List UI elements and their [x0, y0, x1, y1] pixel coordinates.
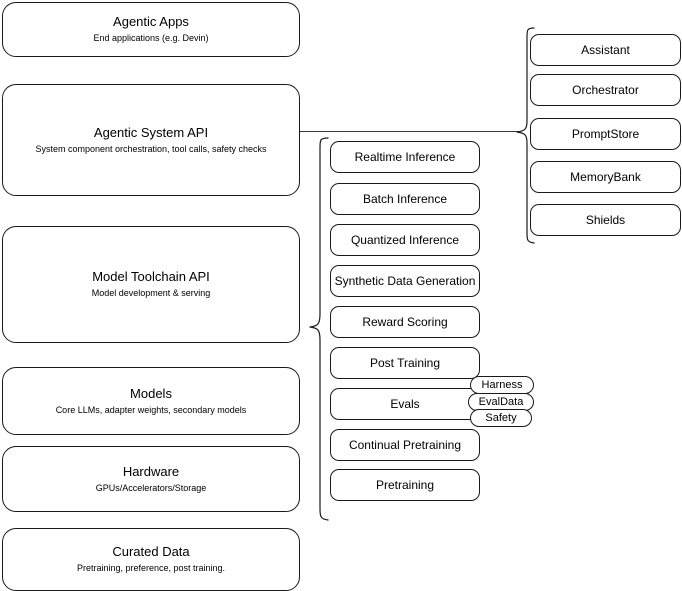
stack-title: Agentic Apps — [113, 14, 189, 29]
toolchain-box-post-training[interactable]: Post Training — [330, 347, 480, 379]
toolchain-label: Post Training — [369, 355, 441, 370]
stack-title: Agentic System API — [93, 124, 209, 140]
toolchain-label: Continual Pretraining — [348, 437, 462, 452]
system-box-shields[interactable]: Shields — [530, 204, 681, 236]
system-box-orchestrator[interactable]: Orchestrator — [530, 74, 681, 106]
stack-title: Model Toolchain API — [92, 269, 210, 284]
evals-tag-label: Safety — [485, 411, 517, 424]
system-label: MemoryBank — [570, 169, 641, 184]
stack-title: Curated Data — [112, 544, 190, 559]
toolchain-box-evals[interactable]: Evals — [330, 388, 480, 420]
stack-subtitle: System component orchestration, tool cal… — [35, 143, 267, 154]
toolchain-box-reward-scoring[interactable]: Reward Scoring — [330, 306, 480, 338]
system-label: Orchestrator — [572, 82, 639, 97]
system-label: Shields — [585, 212, 626, 227]
toolchain-label: Reward Scoring — [362, 314, 448, 329]
stack-box-agentic-system-api[interactable]: Agentic System API System component orch… — [2, 84, 300, 196]
toolchain-box-batch-inference[interactable]: Batch Inference — [330, 183, 480, 215]
toolchain-label: Evals — [390, 396, 420, 411]
toolchain-box-quantized-inference[interactable]: Quantized Inference — [330, 224, 480, 256]
stack-title: Hardware — [122, 463, 180, 479]
system-label: PromptStore — [571, 126, 640, 141]
toolchain-box-pretraining[interactable]: Pretraining — [330, 469, 480, 501]
stack-box-agentic-apps[interactable]: Agentic Apps End applications (e.g. Devi… — [2, 2, 300, 57]
toolchain-box-synthetic-data-generation[interactable]: Synthetic Data Generation — [330, 265, 480, 297]
connector-line-system-api — [300, 126, 522, 138]
toolchain-label: Pretraining — [375, 477, 435, 492]
stack-subtitle: GPUs/Accelerators/Storage — [95, 482, 207, 493]
system-box-memorybank[interactable]: MemoryBank — [530, 161, 681, 193]
evals-tag-label: EvalData — [478, 395, 524, 408]
evals-tag-harness[interactable]: Harness — [470, 376, 534, 394]
toolchain-box-continual-pretraining[interactable]: Continual Pretraining — [330, 429, 480, 461]
system-box-promptstore[interactable]: PromptStore — [530, 118, 681, 150]
evals-tag-label: Harness — [481, 378, 523, 391]
stack-title: Models — [130, 385, 172, 401]
system-box-assistant[interactable]: Assistant — [530, 34, 681, 66]
brace-toolchain-components — [306, 136, 330, 522]
stack-box-hardware[interactable]: Hardware GPUs/Accelerators/Storage — [2, 446, 300, 512]
stack-box-models[interactable]: Models Core LLMs, adapter weights, secon… — [2, 367, 300, 435]
system-label: Assistant — [581, 42, 630, 57]
stack-subtitle: Core LLMs, adapter weights, secondary mo… — [55, 404, 247, 415]
stack-subtitle: Model development & serving — [91, 288, 211, 298]
stack-box-curated-data[interactable]: Curated Data Pretraining, preference, po… — [2, 528, 300, 591]
toolchain-label: Realtime Inference — [354, 149, 456, 164]
stack-subtitle: End applications (e.g. Devin) — [93, 33, 209, 43]
stack-box-model-toolchain-api[interactable]: Model Toolchain API Model development & … — [2, 226, 300, 343]
toolchain-box-realtime-inference[interactable]: Realtime Inference — [330, 141, 480, 173]
toolchain-label: Synthetic Data Generation — [334, 273, 476, 288]
evals-tag-safety[interactable]: Safety — [470, 409, 532, 427]
stack-subtitle: Pretraining, preference, post training. — [76, 563, 226, 573]
toolchain-label: Quantized Inference — [350, 232, 460, 247]
toolchain-label: Batch Inference — [362, 191, 448, 206]
